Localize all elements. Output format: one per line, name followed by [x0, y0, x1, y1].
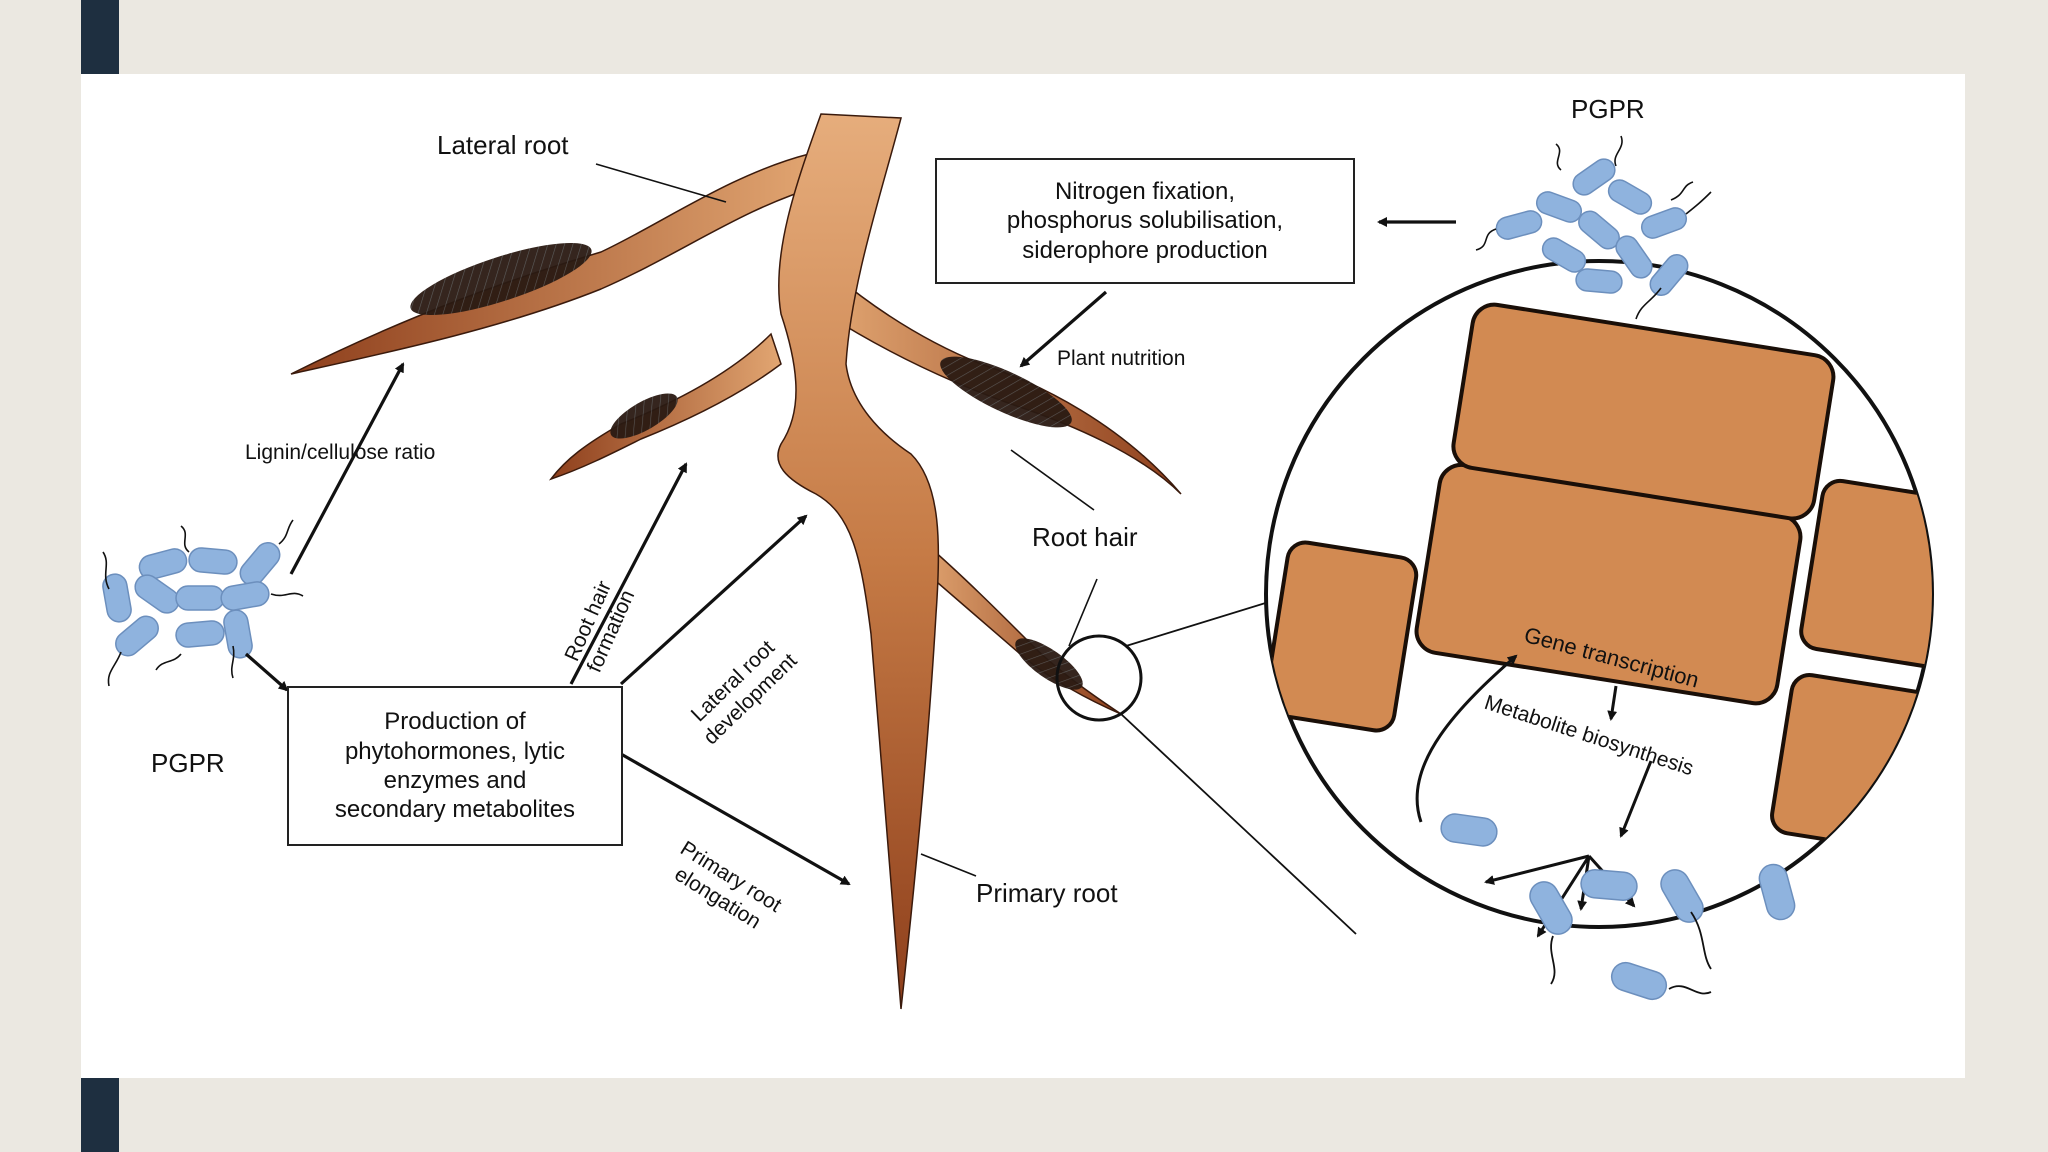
figure-panel: Lateral root PGPR PGPR Plant nutrition L…: [81, 74, 1965, 1078]
label-pgpr-left: PGPR: [151, 748, 225, 778]
slide-accent-bar-bottom: [81, 1078, 119, 1152]
slide-accent-bar-top: [81, 0, 119, 74]
label-lignin-cellulose-ratio: Lignin/cellulose ratio: [245, 441, 436, 464]
box-phytohormones: Production of phytohormones, lytic enzym…: [287, 686, 623, 846]
root-hair-patches: [410, 242, 1083, 690]
lateral-root-lower-right: [915, 542, 1122, 715]
box-nitrogen-line-2: phosphorus solubilisation,: [1006, 207, 1284, 235]
box-phyto-line-2: phytohormones, lytic: [344, 737, 566, 765]
pgpr-cluster-left: [102, 519, 304, 687]
box-nitrogen-line-1: Nitrogen fixation,: [1054, 178, 1236, 206]
root-diagram: [102, 113, 1934, 1010]
label-primary-root: Primary root: [976, 878, 1118, 908]
lateral-root-upper-left: [290, 153, 820, 375]
label-lateral-root: Lateral root: [437, 130, 569, 160]
pgpr-cluster-top-right: [1475, 135, 1712, 320]
label-pgpr-top: PGPR: [1571, 94, 1645, 124]
box-phyto-line-1: Production of: [384, 708, 526, 736]
label-root-hair: Root hair: [1032, 522, 1138, 552]
box-nitrogen-fixation: Nitrogen fixation, phosphorus solubilisa…: [935, 158, 1355, 284]
primary-root: [777, 113, 940, 1010]
box-nitrogen-line-3: siderophore production: [1022, 236, 1268, 264]
magnified-cells-circle: [1264, 259, 1934, 1001]
bacteria-in-circle: [1440, 813, 1796, 1001]
label-plant-nutrition: Plant nutrition: [1057, 347, 1186, 370]
arrows: [244, 217, 1456, 886]
leader-lines: [595, 163, 1098, 877]
box-phyto-line-3: enzymes and: [383, 767, 527, 794]
box-phyto-line-4: secondary metabolites: [334, 796, 576, 824]
